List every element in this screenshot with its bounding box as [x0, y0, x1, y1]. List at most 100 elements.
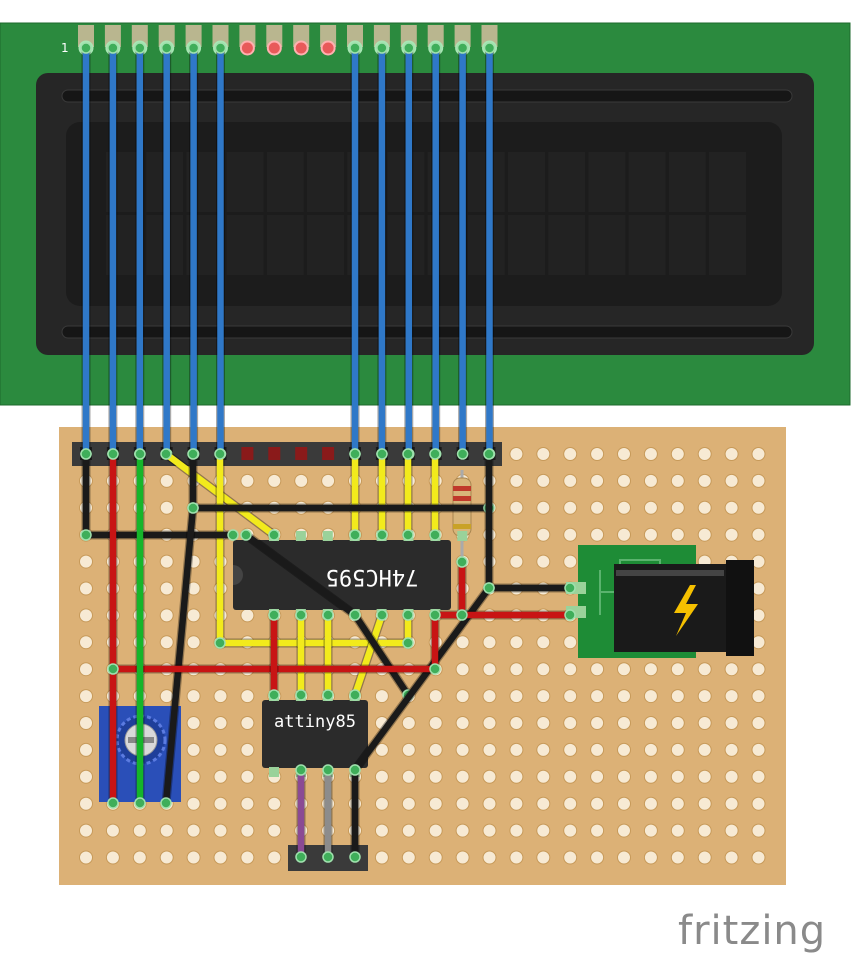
board-hole	[670, 447, 685, 461]
board-hole	[186, 850, 201, 865]
fritzing-logo: fritzing	[678, 908, 826, 954]
board-hole	[617, 796, 631, 811]
board-hole	[159, 554, 174, 569]
wire-end	[429, 529, 441, 541]
wire-end	[564, 609, 576, 621]
lcd-pin	[131, 25, 148, 47]
board-hole	[751, 500, 766, 515]
board-hole	[670, 823, 685, 838]
board-hole	[563, 796, 578, 811]
board-hole	[670, 742, 685, 757]
board-hole	[455, 823, 470, 838]
lcd-pin-pad	[266, 40, 282, 56]
lcd-pin	[427, 25, 444, 47]
board-hole	[401, 796, 416, 811]
wire-end	[160, 42, 173, 54]
lcd-cell	[266, 152, 304, 212]
board-hole	[401, 850, 416, 865]
board-hole	[79, 689, 93, 704]
board-hole	[240, 742, 255, 757]
wire-end	[376, 42, 388, 54]
ic-pin	[269, 767, 279, 777]
board-hole	[509, 823, 524, 838]
board-hole	[159, 473, 174, 488]
wire-end	[429, 42, 442, 54]
board-hole	[643, 447, 658, 461]
board-hole	[401, 716, 416, 730]
board-hole	[563, 823, 578, 838]
board-hole	[509, 742, 524, 757]
board-hole	[670, 689, 685, 704]
board-hole	[213, 769, 228, 784]
lcd-pin-pad	[239, 40, 255, 56]
board-hole	[643, 689, 658, 704]
wire-end	[268, 689, 280, 701]
board-hole	[617, 500, 631, 515]
lcd-cell	[226, 152, 264, 212]
board-hole	[536, 796, 551, 811]
board-hole	[79, 796, 93, 811]
header-socket	[295, 447, 308, 460]
board-hole	[401, 823, 416, 838]
wire-end	[322, 764, 334, 776]
power-jack-shell	[726, 560, 754, 656]
board-hole	[724, 500, 739, 515]
board-hole	[455, 769, 470, 784]
lcd-cell	[307, 215, 344, 275]
board-hole	[563, 689, 578, 704]
board-hole	[509, 850, 524, 865]
board-hole	[186, 689, 201, 704]
board-hole	[536, 716, 551, 730]
lcd-bezel-rail-top	[61, 89, 793, 103]
header-socket	[268, 447, 281, 460]
board-hole	[79, 554, 93, 569]
board-hole	[455, 850, 470, 865]
wires	[80, 42, 576, 863]
board-hole	[79, 850, 93, 865]
board-hole	[617, 850, 631, 865]
lcd-pin	[481, 25, 498, 47]
lcd-pin	[239, 25, 256, 47]
board-hole	[724, 527, 739, 542]
board-hole	[751, 742, 766, 757]
board-hole	[482, 850, 497, 865]
board-hole	[186, 769, 201, 784]
board-hole	[428, 689, 443, 704]
board-hole	[590, 796, 605, 811]
board-hole	[670, 850, 685, 865]
board-hole	[590, 850, 605, 865]
board-hole	[643, 823, 658, 838]
board-hole	[697, 850, 712, 865]
wire-end	[429, 663, 441, 675]
shift-register-label: 74HC595	[326, 564, 419, 589]
wire-end	[456, 556, 468, 568]
board-hole	[428, 742, 443, 757]
lcd-pin1-label: 1	[61, 41, 69, 55]
wire-end	[322, 851, 334, 863]
board-hole	[509, 554, 524, 569]
board-hole	[617, 662, 631, 677]
attiny85-body	[262, 700, 368, 768]
board-hole	[751, 769, 766, 784]
wire-end	[295, 851, 307, 863]
board-hole	[563, 769, 578, 784]
board-hole	[724, 742, 739, 757]
wire-end	[295, 764, 307, 776]
wire-end	[187, 42, 200, 54]
board-hole	[213, 689, 228, 704]
board-hole	[79, 823, 93, 838]
board-hole	[590, 716, 605, 730]
board-hole	[563, 447, 578, 461]
board-hole	[509, 689, 524, 704]
board-hole	[509, 716, 524, 730]
board-hole	[482, 769, 497, 784]
lcd-pin	[104, 25, 121, 47]
board-hole	[455, 716, 470, 730]
lcd-pin	[373, 25, 390, 47]
board-hole	[670, 716, 685, 730]
board-hole	[374, 769, 389, 784]
board-hole	[643, 742, 658, 757]
board-hole	[751, 447, 766, 461]
wire-end	[107, 797, 119, 809]
lcd-screen	[66, 122, 782, 306]
